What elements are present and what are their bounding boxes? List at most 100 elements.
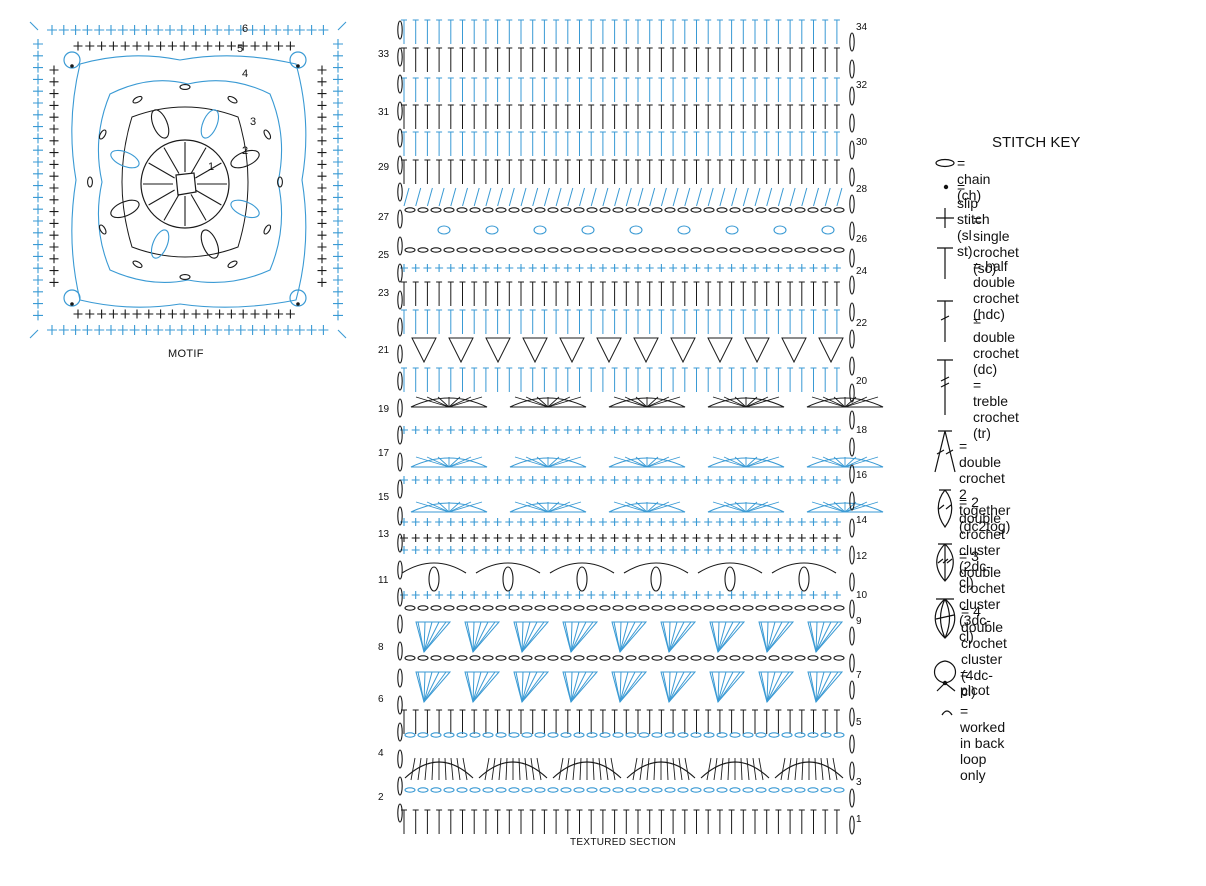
- dc-stitch: [613, 456, 648, 468]
- hdc-stitch: [635, 709, 641, 734]
- sc-stitch: [692, 591, 701, 599]
- chain-stitch: [482, 605, 494, 611]
- dc-stitch: [524, 757, 528, 781]
- hdc-stitch: [681, 309, 688, 334]
- hdc-stitch: [693, 19, 700, 44]
- sc-stitch: [505, 534, 514, 542]
- turning-chain: [397, 641, 403, 661]
- chain-stitch: [703, 787, 715, 793]
- turning-chain: [397, 722, 403, 742]
- hdc-stitch: [775, 367, 782, 392]
- hdc-stitch: [775, 159, 782, 184]
- hdc-stitch: [646, 367, 653, 392]
- dc-stitch: [163, 194, 180, 221]
- sc-stitch: [528, 426, 537, 434]
- row-number-left: 4: [378, 748, 384, 759]
- hdc-stitch: [482, 309, 489, 334]
- hdc-stitch: [763, 77, 770, 102]
- chain-stitch: [495, 247, 507, 253]
- hdc-stitch: [681, 19, 688, 44]
- chain-stitch: [794, 732, 806, 738]
- dc-stitch: [754, 187, 761, 207]
- hdc-stitch: [611, 159, 618, 184]
- slip-stitch: [70, 64, 74, 68]
- dc-stitch: [423, 671, 426, 703]
- dc-stitch: [619, 671, 629, 703]
- chain-stitch: [742, 655, 754, 661]
- hdc-stitch: [716, 809, 723, 834]
- hdc-stitch: [401, 367, 407, 392]
- fan-shell: [806, 457, 884, 468]
- hdc-stitch: [646, 77, 653, 102]
- hdc-stitch: [798, 104, 805, 129]
- dc-stitch: [604, 757, 609, 781]
- turning-chain: [397, 479, 403, 499]
- chain-stitch: [755, 655, 767, 661]
- sc-stitch: [715, 264, 724, 272]
- sc-stitch: [762, 591, 771, 599]
- sc-stitch: [423, 546, 432, 554]
- sc-stitch: [540, 518, 549, 526]
- cluster: [629, 225, 643, 235]
- sc-stitch: [317, 89, 327, 99]
- dc-stitch: [610, 757, 616, 781]
- sc-stitch: [540, 264, 549, 272]
- hdc-stitch: [506, 367, 513, 392]
- dc-stitch: [547, 501, 571, 513]
- sc-stitch: [622, 518, 631, 526]
- sc-stitch: [33, 239, 43, 250]
- sc-stitch: [446, 518, 455, 526]
- chain-stitch: [820, 605, 832, 611]
- hdc-stitch: [833, 159, 840, 184]
- hdc-stitch: [705, 809, 712, 834]
- sc-stitch: [82, 325, 93, 335]
- dc-stitch: [555, 187, 562, 207]
- hdc-stitch: [599, 309, 606, 334]
- dc-stitch: [646, 456, 670, 468]
- hdc-stitch: [447, 19, 454, 44]
- dc-stitch: [672, 757, 676, 781]
- sc-stitch: [411, 534, 420, 542]
- dc-stitch: [426, 456, 450, 468]
- hdc-stitch: [611, 19, 618, 44]
- sc-stitch: [129, 325, 140, 335]
- sc-stitch: [400, 591, 408, 599]
- hdc-stitch: [681, 104, 688, 129]
- chain-stitch: [599, 207, 611, 213]
- chain-stitch: [534, 207, 546, 213]
- row-number-left: 25: [378, 250, 390, 261]
- hdc-stitch: [412, 19, 419, 44]
- hdc-stitch: [646, 19, 653, 44]
- dc-stitch: [723, 396, 747, 408]
- dc-stitch: [448, 396, 483, 408]
- hdc-stitch: [611, 709, 618, 734]
- sc-stitch: [446, 534, 455, 542]
- dc-stitch: [723, 501, 747, 513]
- hdc-stitch: [564, 77, 571, 102]
- hdc-stitch: [798, 159, 805, 184]
- dc-stitch: [734, 501, 747, 513]
- sc-stitch: [85, 41, 95, 51]
- chain-stitch: [482, 655, 494, 661]
- chain-stitch: [690, 655, 702, 661]
- sc-stitch: [528, 534, 537, 542]
- sc-stitch: [505, 476, 514, 484]
- sc-stitch: [704, 546, 713, 554]
- sc-stitch: [505, 264, 514, 272]
- dc-stitch: [521, 671, 531, 703]
- hdc-stitch: [623, 367, 630, 392]
- chain-stitch: [469, 207, 481, 213]
- sc-stitch: [176, 25, 187, 35]
- hdc-stitch: [599, 104, 606, 129]
- dc-stitch: [614, 187, 621, 207]
- hdc-stitch: [787, 104, 794, 129]
- sc-stitch: [762, 426, 771, 434]
- chain-stitch: [534, 605, 546, 611]
- dc-stitch: [836, 187, 843, 207]
- chain-stitch: [534, 655, 546, 661]
- turning-chain: [397, 749, 403, 769]
- sc-stitch: [762, 264, 771, 272]
- hdc-stitch: [494, 809, 501, 834]
- chain-stitch: [469, 655, 481, 661]
